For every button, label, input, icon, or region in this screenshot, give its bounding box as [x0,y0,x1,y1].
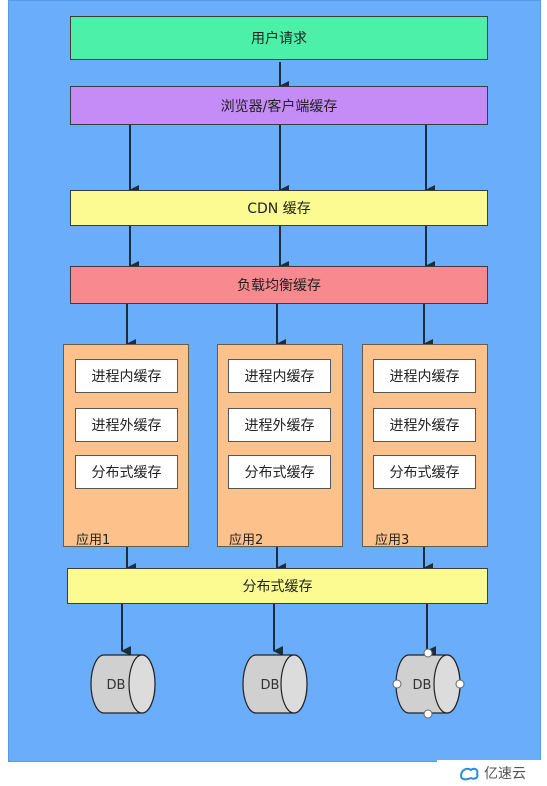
watermark: 亿速云 [437,760,547,786]
shared-distributed-cache-box[interactable]: 分布式缓存 [67,568,488,604]
yisu-cloud-logo-icon [459,767,479,781]
shared-distributed-cache-label: 分布式缓存 [242,579,313,595]
app-2-out-process-cache[interactable]: 进程外缓存 [228,408,331,442]
app-2-label: 应用2 [229,533,264,548]
database-3[interactable]: DB [392,648,465,719]
app-1-distributed-cache[interactable]: 分布式缓存 [75,455,178,489]
cache-label: 进程外缓存 [244,418,315,434]
app-3-in-process-cache[interactable]: 进程内缓存 [373,359,476,393]
selection-handle-top [423,648,433,658]
selection-handle-left [392,679,402,689]
cache-label: 分布式缓存 [389,465,460,481]
app-1-label: 应用1 [76,533,111,548]
app-2-distributed-cache[interactable]: 分布式缓存 [228,455,331,489]
db-label: DB [107,678,126,693]
app-1-in-process-cache[interactable]: 进程内缓存 [75,359,178,393]
database-2: DB [242,654,308,714]
selection-handle-right [455,679,465,689]
cache-label: 进程内缓存 [91,369,162,385]
user-request-box[interactable]: 用户请求 [70,16,488,60]
cdn-cache-box[interactable]: CDN 缓存 [70,190,488,226]
browser-cache-label: 浏览器/客户端缓存 [220,98,338,115]
db-label: DB [413,678,432,693]
load-balancer-cache-label: 负载均衡缓存 [237,278,321,294]
database-1: DB [90,654,156,714]
cache-label: 进程内缓存 [244,369,315,385]
app-3-label: 应用3 [375,533,410,548]
browser-cache-box[interactable]: 浏览器/客户端缓存 [70,86,488,125]
selection-handle-bottom [423,709,433,719]
app-3-out-process-cache[interactable]: 进程外缓存 [373,408,476,442]
cache-label: 进程外缓存 [389,418,460,434]
cache-label: 分布式缓存 [244,465,315,481]
cache-label: 进程外缓存 [91,418,162,434]
cache-label: 分布式缓存 [91,465,162,481]
cache-label: 进程内缓存 [389,369,460,385]
app-3-distributed-cache[interactable]: 分布式缓存 [373,455,476,489]
cdn-cache-label: CDN 缓存 [247,201,311,217]
user-request-label: 用户请求 [251,31,307,47]
load-balancer-cache-box[interactable]: 负载均衡缓存 [70,266,488,304]
watermark-text: 亿速云 [484,766,526,782]
app-2-in-process-cache[interactable]: 进程内缓存 [228,359,331,393]
app-1-out-process-cache[interactable]: 进程外缓存 [75,408,178,442]
db-label: DB [261,678,280,693]
